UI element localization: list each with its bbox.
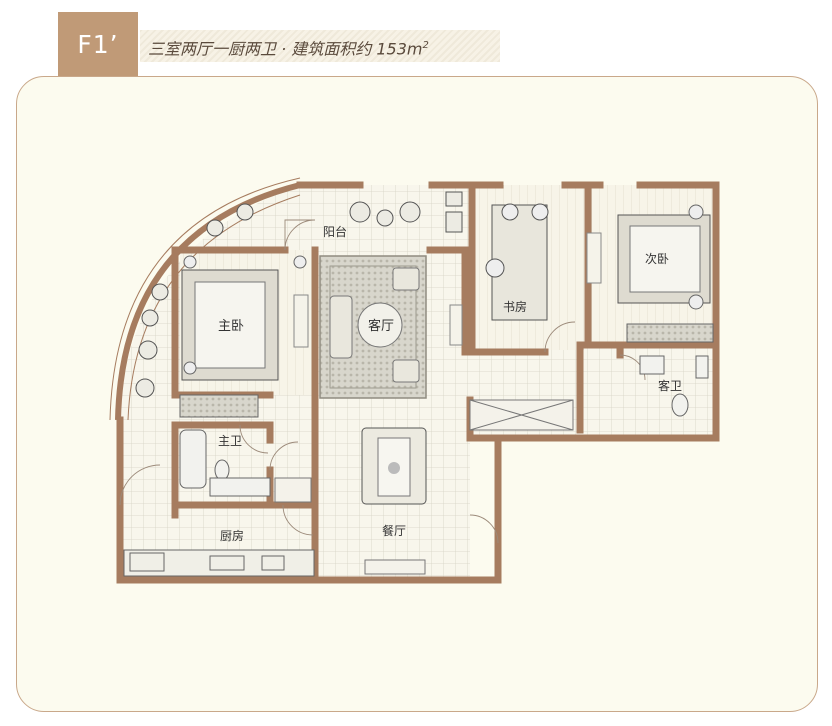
unit-code-badge: F1’ [58, 12, 138, 76]
bedroom2-bed [586, 204, 714, 343]
guest-bath-fixtures [639, 355, 709, 417]
living-furniture [293, 255, 463, 399]
master-bed [179, 255, 307, 418]
cabinets [274, 399, 574, 575]
balcony-furniture [135, 191, 463, 398]
label-bedroom2: 次卧 [645, 252, 669, 266]
unit-description: 三室两厅一厨两卫 · 建筑面积约 153m2 [140, 30, 500, 62]
area-unit: m [406, 39, 423, 59]
unit-description-text: 三室两厅一厨两卫 · 建筑面积约 153 [148, 39, 407, 59]
label-balcony: 阳台 [323, 224, 347, 239]
label-kitchen: 厨房 [220, 528, 244, 543]
label-master: 主卧 [218, 319, 244, 334]
label-dining: 餐厅 [382, 523, 406, 538]
area-unit-exponent: 2 [422, 40, 429, 51]
dining-table [361, 427, 427, 505]
label-guest-bath: 客卫 [658, 378, 682, 393]
master-bath-fixtures [179, 429, 271, 497]
kitchen-counter [123, 549, 315, 577]
doors [119, 219, 646, 544]
label-study: 书房 [503, 299, 527, 314]
room-labels: 阳台 客厅 书房 次卧 主卧 主卫 客卫 厨房 餐厅 [218, 224, 682, 543]
label-master-bath: 主卫 [218, 434, 242, 448]
label-living: 客厅 [368, 318, 394, 334]
study-furniture [485, 203, 549, 321]
unit-code: F1’ [77, 29, 119, 59]
